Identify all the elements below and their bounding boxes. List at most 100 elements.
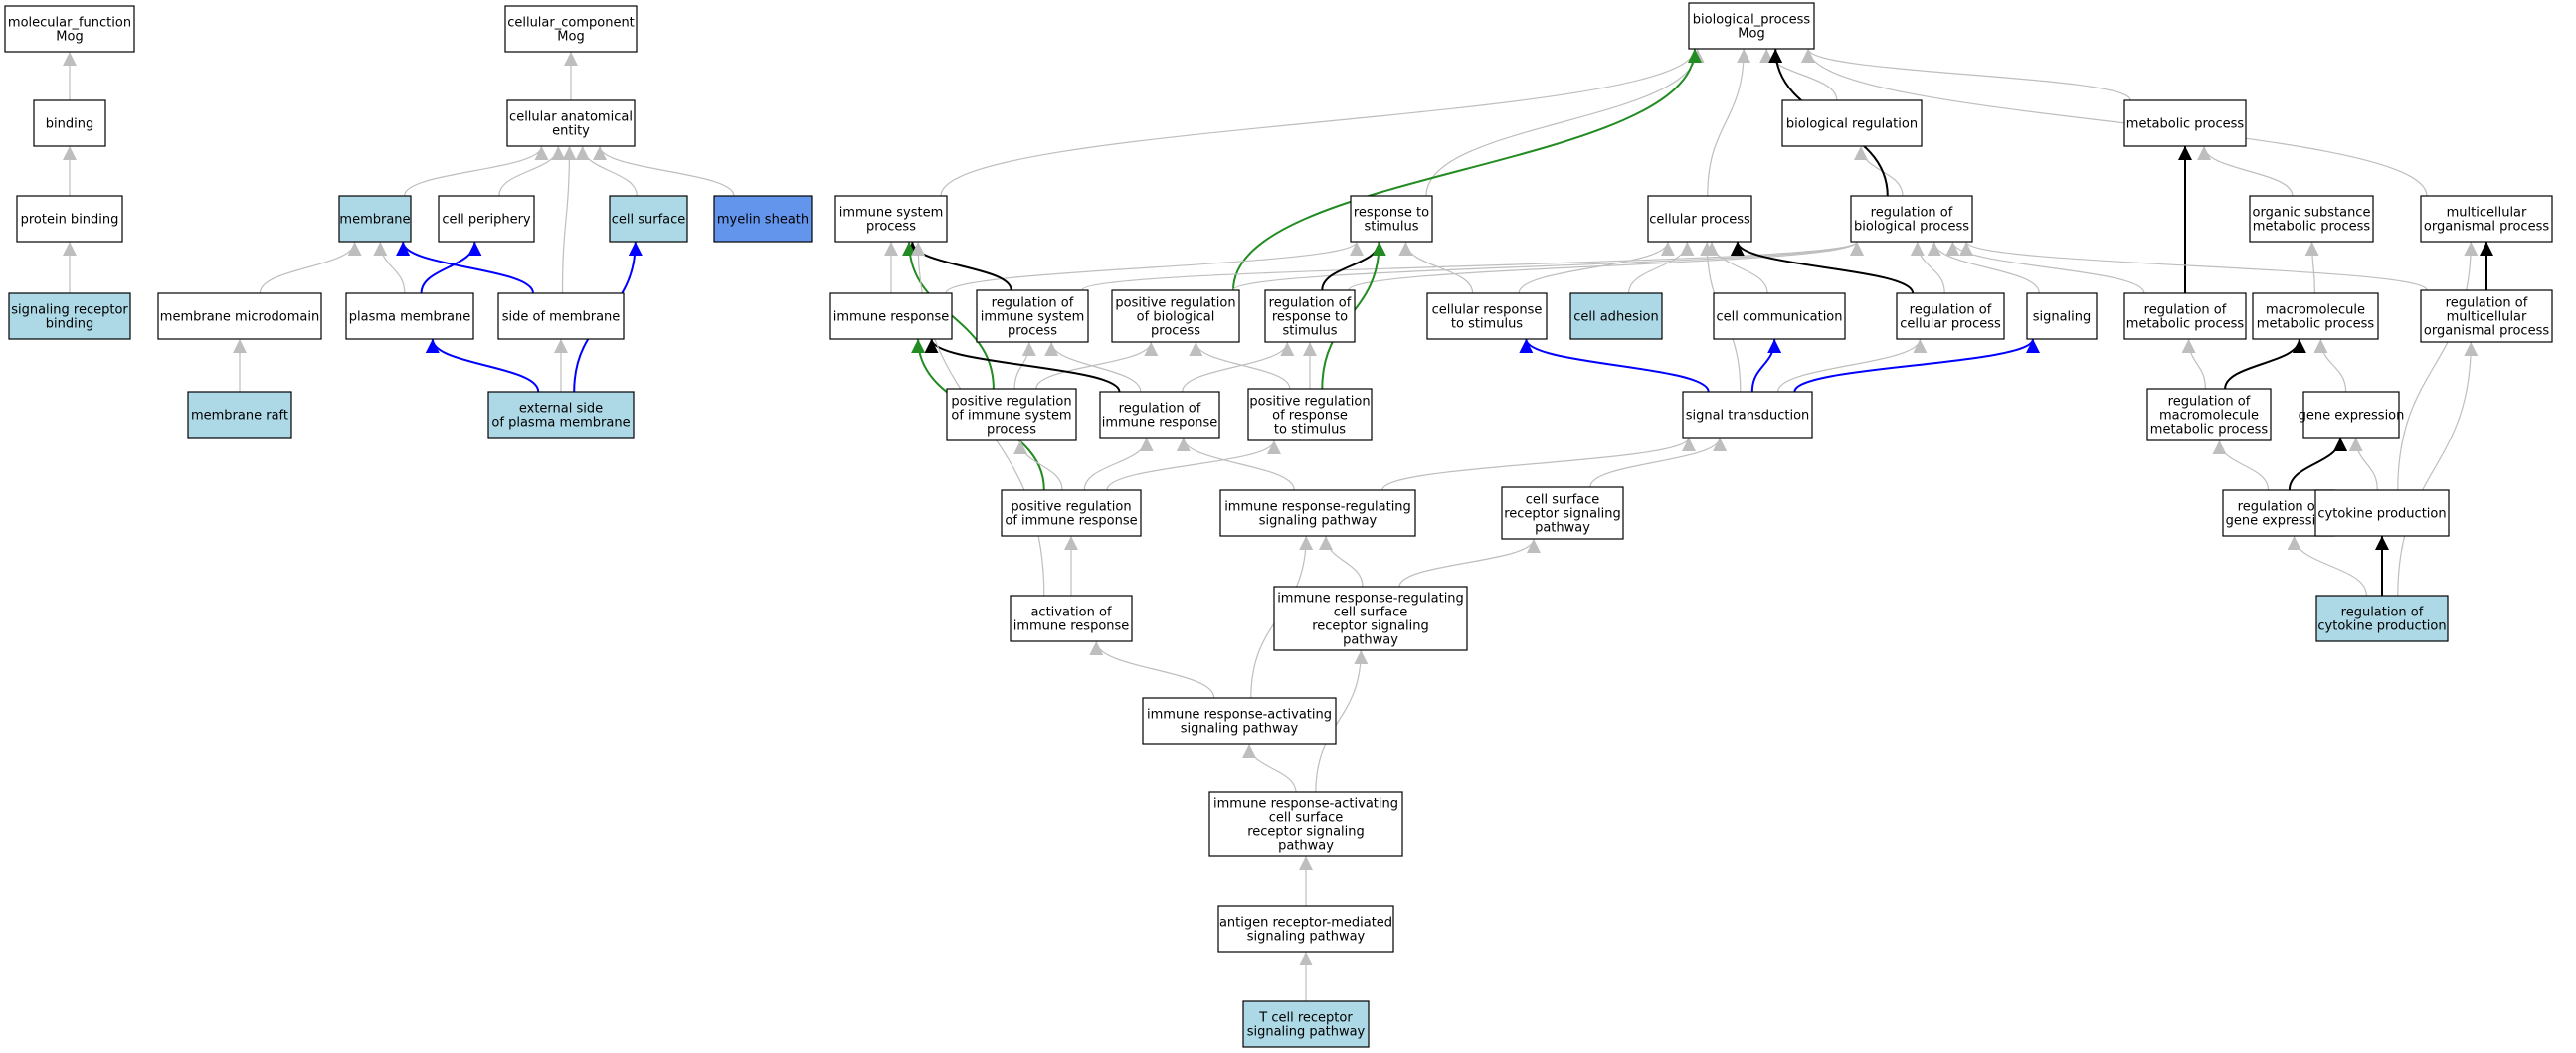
node-box[interactable]: [1647, 195, 1752, 243]
node-plasma-membrane[interactable]: plasma membrane: [345, 292, 474, 340]
node-box[interactable]: [976, 289, 1089, 343]
node-cell-adhesion[interactable]: cell adhesion: [1569, 292, 1663, 340]
node-signaling[interactable]: signaling: [2026, 292, 2098, 340]
node-box[interactable]: [4, 5, 135, 53]
node-protein-binding[interactable]: protein binding: [16, 195, 123, 243]
node-box[interactable]: [157, 292, 322, 340]
node-box[interactable]: [1896, 292, 2005, 340]
node-box[interactable]: [1247, 388, 1373, 441]
node-box[interactable]: [16, 195, 123, 243]
node-binding[interactable]: binding: [33, 99, 106, 147]
node-box[interactable]: [33, 99, 106, 147]
node-box[interactable]: [609, 195, 688, 243]
node-box[interactable]: [1781, 99, 1923, 147]
node-box[interactable]: [187, 391, 292, 439]
node-box[interactable]: [1426, 292, 1548, 340]
node-box[interactable]: [2123, 99, 2247, 147]
node-box[interactable]: [438, 195, 535, 243]
node-myelin-sheath[interactable]: myelin sheath: [713, 195, 813, 243]
node-box[interactable]: [1850, 195, 1973, 243]
node-box[interactable]: [1217, 905, 1394, 953]
node-membrane[interactable]: membrane: [338, 195, 412, 243]
node-box[interactable]: [2252, 292, 2379, 340]
node-box[interactable]: [1264, 289, 1356, 343]
node-cell-surface[interactable]: cell surface: [609, 195, 688, 243]
node-box[interactable]: [2314, 489, 2450, 537]
node-box[interactable]: [1501, 486, 1624, 540]
node-box[interactable]: [2026, 292, 2098, 340]
node-box[interactable]: [1350, 195, 1433, 243]
node-box[interactable]: [1001, 489, 1142, 537]
node-box[interactable]: [2420, 195, 2553, 243]
node-cytokine-production[interactable]: cytokine production: [2314, 489, 2450, 537]
node-box[interactable]: [834, 195, 948, 243]
node-signal-transduction[interactable]: signal transduction: [1682, 391, 1813, 439]
node-box[interactable]: [1569, 292, 1663, 340]
node-box[interactable]: [2146, 388, 2272, 441]
node-box[interactable]: [338, 195, 412, 243]
node-box[interactable]: [506, 99, 636, 147]
node-box[interactable]: [1273, 586, 1468, 651]
node-box[interactable]: [1682, 391, 1813, 439]
node-metabolic-process[interactable]: metabolic process: [2123, 99, 2247, 147]
node-box[interactable]: [2420, 289, 2553, 343]
node-box[interactable]: [497, 292, 625, 340]
node-box[interactable]: [345, 292, 474, 340]
node-box[interactable]: [2302, 391, 2400, 439]
node-box[interactable]: [1099, 391, 1220, 439]
node-box[interactable]: [1010, 595, 1133, 642]
node-box[interactable]: [713, 195, 813, 243]
node-box[interactable]: [2315, 595, 2449, 642]
node-box[interactable]: [487, 391, 635, 439]
node-box[interactable]: [1111, 289, 1240, 343]
node-membrane-raft[interactable]: membrane raft: [187, 391, 292, 439]
node-box[interactable]: [2249, 195, 2374, 243]
node-box[interactable]: [504, 5, 638, 53]
node-cell-communication[interactable]: cell communication: [1713, 292, 1846, 340]
node-box[interactable]: [1142, 697, 1337, 745]
node-cell-periphery[interactable]: cell periphery: [438, 195, 535, 243]
node-cellular-process[interactable]: cellular process: [1647, 195, 1752, 243]
node-membrane-microdomain[interactable]: membrane microdomain: [157, 292, 322, 340]
node-box[interactable]: [829, 292, 953, 340]
node-biological-regulation[interactable]: biological regulation: [1781, 99, 1923, 147]
node-side-of-membrane[interactable]: side of membrane: [497, 292, 625, 340]
node-box[interactable]: [946, 388, 1077, 441]
node-box[interactable]: [2123, 292, 2247, 340]
node-box[interactable]: [1688, 2, 1815, 50]
node-box[interactable]: [1219, 489, 1416, 537]
node-box[interactable]: [8, 292, 131, 340]
